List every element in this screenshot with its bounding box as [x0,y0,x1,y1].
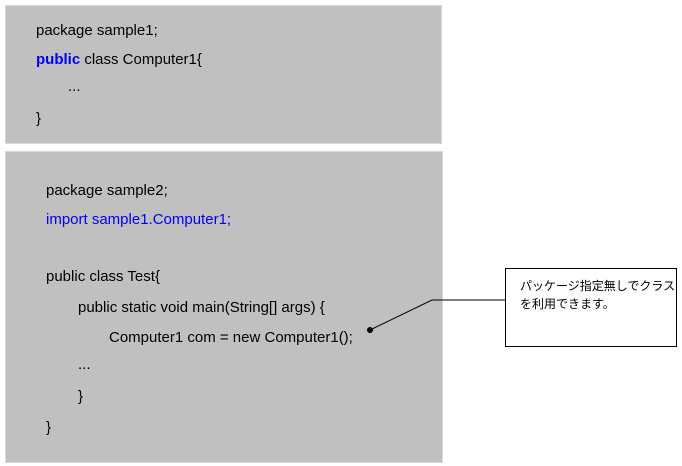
code-text: class Computer1{ [80,51,202,68]
code-line: public class Computer1{ [36,51,202,68]
code-line: public class Test{ [46,268,160,285]
callout-box: パッケージ指定無しでクラスを利用できます。 [505,268,677,347]
leader-dot [367,327,373,333]
code-line: public static void main(String[] args) { [78,299,325,316]
code-line: ... [78,356,91,373]
code-block-sample1: package sample1; public class Computer1{… [5,5,442,144]
code-line: } [78,388,84,405]
code-line: ... [68,78,81,95]
leader-line [369,299,505,331]
code-line: Computer1 com = new Computer1(); [109,329,353,346]
keyword-public: public [36,51,81,68]
code-line: } [46,419,52,436]
code-line: } [36,110,42,127]
code-line: package sample2; [46,182,168,199]
code-line: package sample1; [36,22,158,39]
code-block-sample2: package sample2; import sample1.Computer… [5,151,443,463]
import-line: import sample1.Computer1; [46,211,232,228]
